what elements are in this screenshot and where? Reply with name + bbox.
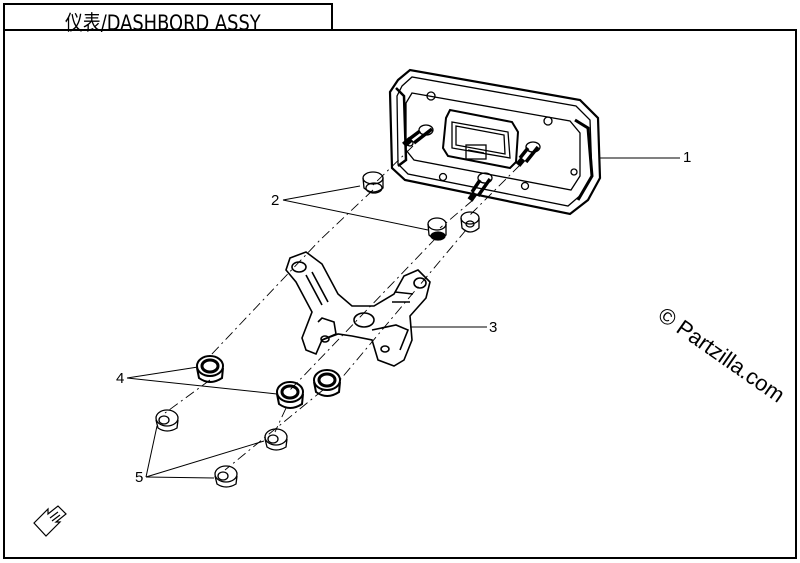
diagram-border xyxy=(3,29,797,559)
flange-nut-1 xyxy=(155,409,179,432)
callout-3: 3 xyxy=(489,319,498,336)
rubber-damper-2 xyxy=(276,381,304,409)
rubber-damper-1 xyxy=(196,355,224,383)
flange-nut-2 xyxy=(264,428,288,451)
rubber-damper-3 xyxy=(313,369,341,397)
leader-lines xyxy=(126,157,680,479)
assembly-center-lines xyxy=(164,145,521,471)
callout-5: 5 xyxy=(135,469,144,486)
flange-nut-3 xyxy=(214,465,238,488)
front-direction-arrow-icon xyxy=(33,505,67,537)
dashboard-meter xyxy=(388,68,602,216)
rubber-grommet-3 xyxy=(460,211,480,233)
callout-2: 2 xyxy=(271,192,280,209)
callout-4: 4 xyxy=(116,370,125,387)
rubber-grommet-1 xyxy=(362,171,384,194)
stud-left xyxy=(402,124,434,148)
stud-bottom xyxy=(467,172,493,202)
mounting-bracket xyxy=(285,251,431,367)
diagram-title: 仪表/DASHBORD ASSY xyxy=(65,11,261,35)
callout-1: 1 xyxy=(683,149,692,166)
title-box: 仪表/DASHBORD ASSY xyxy=(3,3,333,35)
stud-right xyxy=(515,141,541,167)
rubber-grommet-2 xyxy=(427,217,447,241)
